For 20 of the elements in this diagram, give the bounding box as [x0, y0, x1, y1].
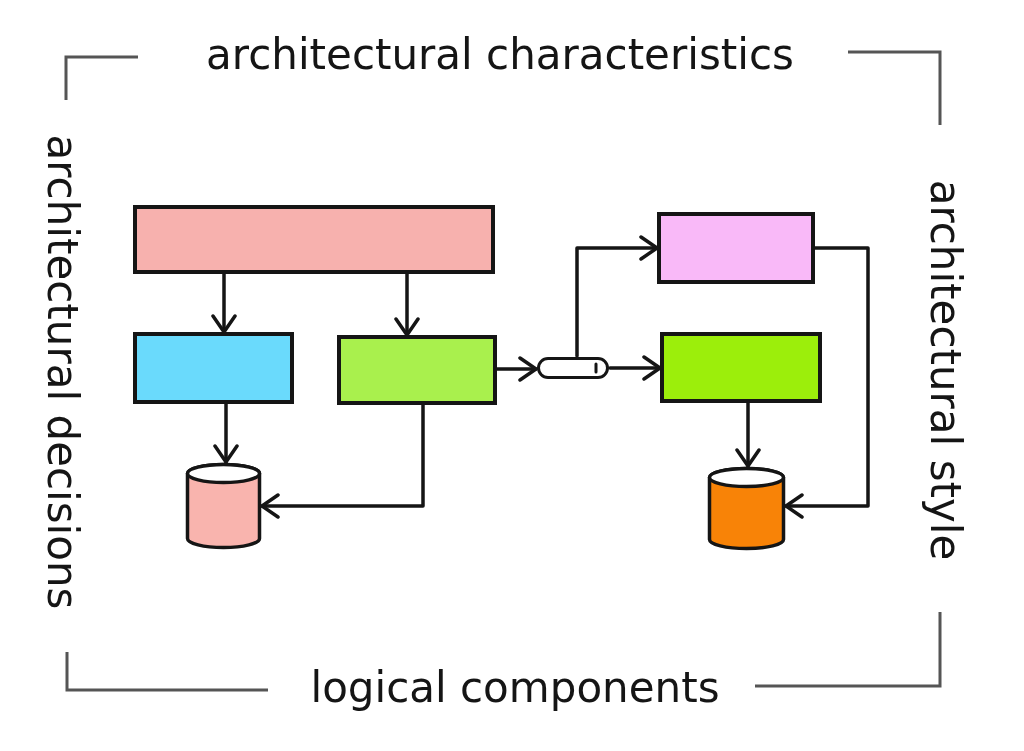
- queue-cylinder: [536, 356, 610, 380]
- arrow: [575, 235, 659, 358]
- component-box: [337, 335, 497, 405]
- database-cylinder: [185, 462, 262, 550]
- arrow: [735, 401, 761, 468]
- database-cylinder: [707, 466, 786, 551]
- arrow: [784, 246, 870, 519]
- arrow: [608, 355, 662, 381]
- component-box: [133, 332, 294, 404]
- frame-label: architectural characteristics: [206, 34, 794, 76]
- frame-label: logical components: [310, 667, 720, 709]
- frame-label: architectural decisions: [41, 134, 83, 610]
- arrow: [394, 272, 420, 337]
- frame-label: architectural style: [924, 179, 966, 561]
- arrow: [213, 402, 239, 464]
- component-box: [657, 212, 815, 284]
- arrow: [260, 403, 425, 519]
- arrow: [211, 272, 237, 334]
- component-box: [133, 205, 495, 274]
- component-box: [660, 332, 822, 403]
